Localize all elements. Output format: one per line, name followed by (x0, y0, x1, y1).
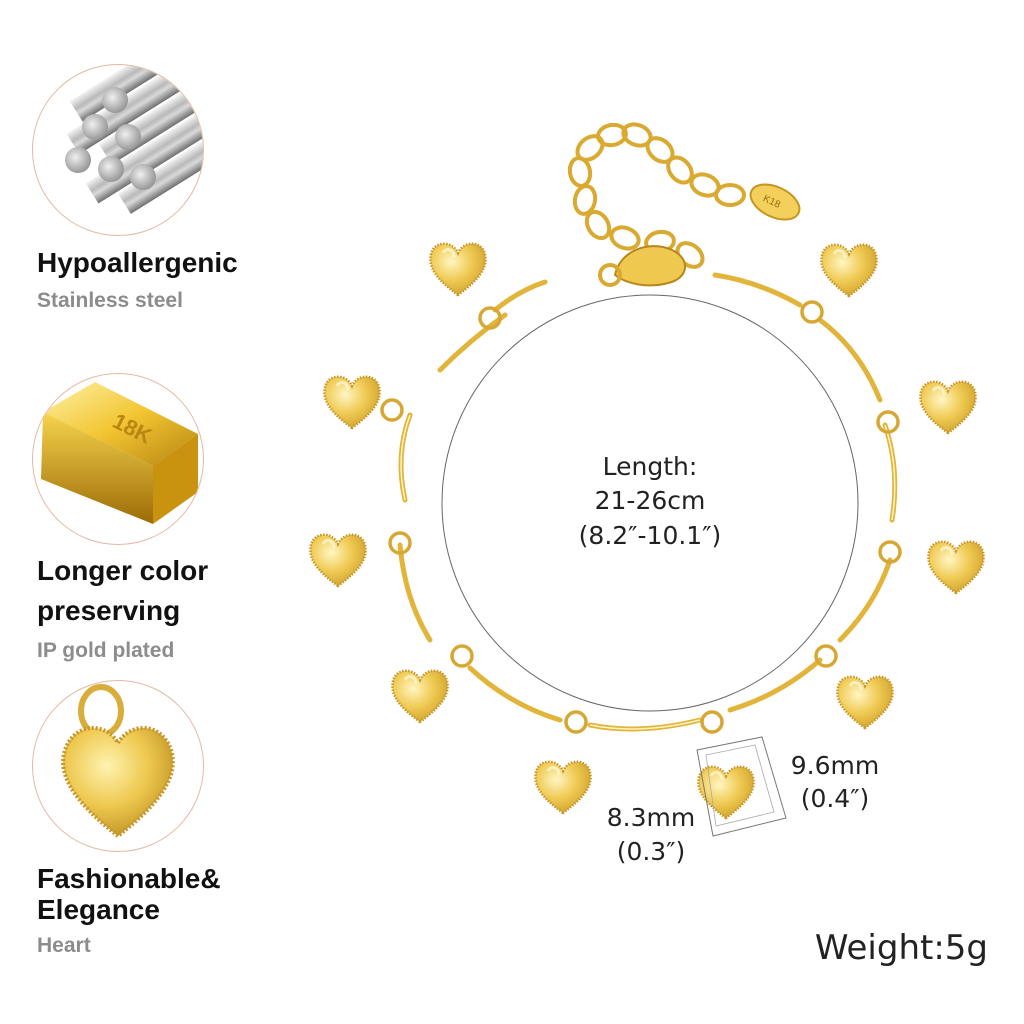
clasp-ring (598, 263, 622, 287)
charm-width-mm: 8.3mm (606, 803, 696, 832)
charm-dimension-box (696, 736, 787, 837)
feature-title-longer-color: Longer color (37, 555, 209, 586)
charm-height-mm: 9.6mm (790, 751, 880, 780)
feature-subtitle-heart: Heart (37, 934, 91, 957)
heart-charm-5 (533, 760, 593, 815)
heart-charm-6 (696, 765, 756, 820)
steel-rods-icon (65, 65, 203, 214)
feature-subtitle-stainless: Stainless steel (37, 289, 183, 312)
length-guide-circle (441, 294, 859, 712)
heart-charm-2 (322, 375, 382, 430)
steel-feature-circle (32, 64, 204, 236)
jump-rings (380, 300, 902, 734)
charm-width-in: (0.3″) (616, 837, 686, 866)
heart-charm-7 (835, 675, 895, 730)
heart-charm-icon (61, 684, 175, 839)
length-label: Length: (602, 452, 698, 481)
feature-title-fashionable: Fashionable& (37, 863, 221, 894)
feature-title-elegance: Elegance (37, 894, 160, 925)
lobster-clasp (613, 245, 686, 287)
heart-charm-8 (926, 540, 986, 595)
heart-charm-3 (308, 533, 368, 588)
length-cm: 21-26cm (594, 486, 706, 515)
heart-charm-4 (390, 669, 450, 724)
heart-feature-circle (32, 680, 204, 852)
heart-charm-1 (428, 242, 488, 297)
feature-title-preserving: preserving (37, 595, 181, 626)
gold-bar-icon: 18K (41, 382, 198, 524)
charm-height-in: (0.4″) (800, 784, 870, 813)
k18-tag: K18 (749, 183, 801, 221)
feature-title-hypoallergenic: Hypoallergenic (37, 247, 238, 278)
feature-subtitle-ip-gold: IP gold plated (37, 639, 175, 662)
gold-feature-circle: 18K (32, 373, 204, 545)
length-in: (8.2″-10.1″) (578, 521, 722, 550)
weight-label: Weight:5g (814, 928, 988, 968)
heart-charm-10 (819, 243, 879, 298)
charm-dimension-box-inner (705, 744, 775, 827)
chain-highlight (400, 414, 896, 730)
heart-charm-9 (918, 380, 978, 435)
